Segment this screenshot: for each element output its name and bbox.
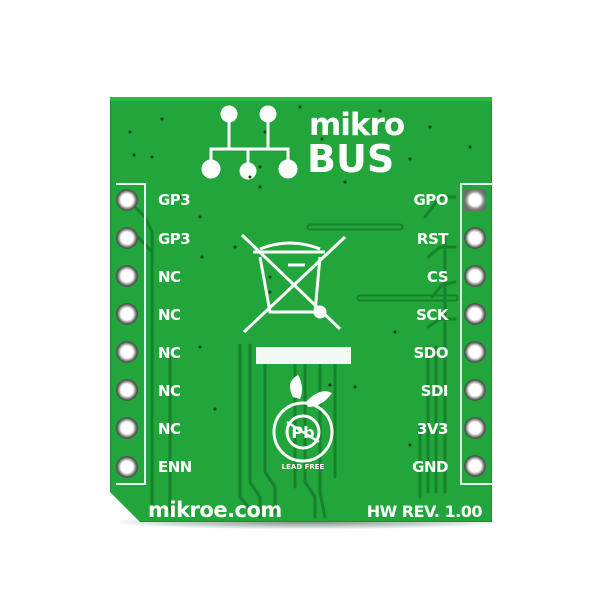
silkscreen-label-area bbox=[256, 347, 351, 364]
pin-label-right-2: RST bbox=[416, 230, 448, 248]
pin-hole-right-4 bbox=[464, 303, 486, 325]
pin-label-right-1: GPO bbox=[413, 191, 448, 209]
pin-label-right-6: SDI bbox=[420, 382, 448, 400]
pin-hole-left-2 bbox=[116, 227, 138, 249]
mikrobus-network-icon bbox=[202, 106, 297, 179]
pin-hole-left-3 bbox=[116, 265, 138, 287]
right-header-outline bbox=[460, 183, 492, 485]
pin-hole-right-3 bbox=[464, 265, 486, 287]
pin-label-left-8: ENN bbox=[158, 458, 192, 476]
left-header-outline bbox=[116, 183, 146, 485]
pin-label-left-4: NC bbox=[158, 306, 181, 324]
pin-label-right-7: 3V3 bbox=[417, 420, 448, 438]
svg-text:LEAD FREE: LEAD FREE bbox=[282, 463, 325, 471]
pin-label-left-2: GP3 bbox=[158, 230, 191, 248]
pin-hole-left-5 bbox=[116, 341, 138, 363]
pin-hole-left-6 bbox=[116, 379, 138, 401]
logo-bus-text: BUS bbox=[307, 137, 395, 181]
hw-revision-text: HW REV. 1.00 bbox=[366, 502, 482, 521]
board-edge bbox=[110, 97, 492, 101]
pin-hole-right-7 bbox=[464, 417, 486, 439]
pin-hole-right-5 bbox=[464, 341, 486, 363]
lead-free-icon: Pb LEAD FREE bbox=[274, 375, 332, 471]
pin-hole-left-7 bbox=[116, 417, 138, 439]
pin-label-left-5: NC bbox=[158, 344, 181, 362]
pin-label-right-3: CS bbox=[426, 268, 448, 286]
pin-hole-left-8 bbox=[116, 456, 138, 478]
logo-mikro-text: mikro bbox=[309, 107, 405, 143]
pin-label-left-6: NC bbox=[158, 382, 181, 400]
pin-label-right-4: SCK bbox=[416, 306, 448, 324]
pin-hole-right-8 bbox=[464, 455, 486, 477]
pin-hole-right-1 bbox=[464, 189, 486, 211]
pin-label-left-3: NC bbox=[158, 268, 181, 286]
pin-hole-left-1 bbox=[116, 189, 138, 211]
pcb-board: Pb LEAD FREE mikro BUS bbox=[110, 97, 492, 522]
pin-label-left-7: NC bbox=[158, 420, 181, 438]
pcb-artwork: Pb LEAD FREE bbox=[110, 97, 492, 522]
pin-label-right-5: SDO bbox=[413, 344, 448, 362]
pin-label-left-1: GP3 bbox=[158, 191, 191, 209]
website-text: mikroe.com bbox=[148, 498, 282, 522]
pin-hole-left-4 bbox=[116, 303, 138, 325]
crossed-out-bin-icon bbox=[242, 235, 345, 332]
pin-hole-right-6 bbox=[464, 379, 486, 401]
pin-hole-right-2 bbox=[464, 227, 486, 249]
pin-label-right-8: GND bbox=[412, 458, 448, 476]
